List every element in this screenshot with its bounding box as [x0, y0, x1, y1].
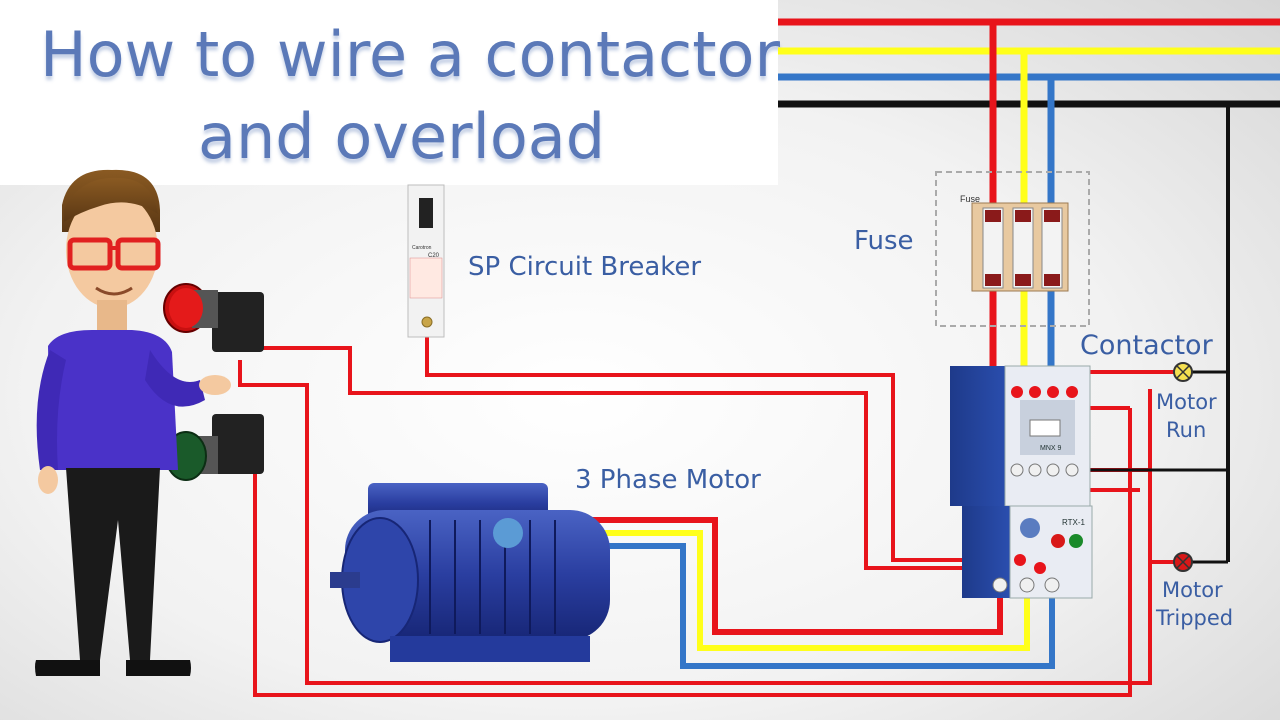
contactor-terminal: [1065, 463, 1079, 477]
overload-test-green: [1069, 534, 1083, 548]
fuse-cap-1b: [985, 274, 1001, 286]
fuse-cap-3a: [1044, 210, 1060, 222]
label-circuit-breaker: SP Circuit Breaker: [468, 252, 702, 282]
wire-breaker-to-contactor: [425, 335, 1020, 562]
fuse-tag: Fuse: [960, 194, 980, 204]
label-motor-run-2: Run: [1166, 418, 1207, 442]
motor-foot: [390, 636, 590, 662]
contactor-terminal: [1011, 386, 1023, 398]
fuse-outline: [935, 171, 1090, 327]
lamp-run-cross: [1176, 365, 1190, 379]
presenter-arm-right: [145, 350, 205, 407]
label-motor: 3 Phase Motor: [575, 465, 761, 495]
three-phase-motor: [330, 483, 610, 662]
label-motor-tripped-1: Motor: [1162, 578, 1223, 602]
wire-stop-return: [253, 408, 1132, 697]
breaker-screw: [421, 316, 433, 328]
cable-blue: [520, 543, 1055, 669]
contactor-side: [950, 366, 1010, 506]
presenter-glasses-right: [115, 237, 161, 271]
contactor-model: MNX 9: [1040, 445, 1062, 452]
motor-shaft: [330, 572, 360, 588]
breaker-rating: C20: [428, 253, 440, 259]
presenter-glasses-left: [67, 237, 113, 271]
fuse-1: [982, 207, 1004, 289]
contactor-terminal: [1047, 386, 1059, 398]
stop-button: [163, 283, 264, 352]
motor-cable-gland: [493, 518, 523, 548]
contactor: MNX 9: [950, 365, 1091, 507]
fuse-holder: Fuse: [935, 171, 1090, 327]
presenter-arm-left: [36, 350, 66, 470]
overload-terminal: [1044, 577, 1060, 593]
overload-terminal: [1019, 577, 1035, 593]
cable-red: [520, 517, 1003, 635]
contactor-terminal: [1046, 463, 1060, 477]
label-motor-tripped-2: Tripped: [1156, 606, 1234, 630]
overload-aux-terminal: [1034, 562, 1046, 574]
wire-start-to-contactor: [246, 346, 1040, 570]
presenter-legs: [66, 468, 160, 660]
overload-relay: RTX-1: [962, 505, 1093, 599]
motor-cables: [520, 517, 1055, 669]
contactor-window: [1029, 419, 1061, 437]
presenter-hair-top: [64, 177, 158, 222]
contactor-terminal: [1028, 463, 1042, 477]
breaker-toggle: [419, 198, 433, 228]
fuse-cap-1a: [985, 210, 1001, 222]
start-button: [165, 414, 264, 481]
motor-tripped-lamp: [1173, 552, 1193, 572]
cable-yellow: [520, 530, 1030, 651]
fuse-2: [1012, 207, 1034, 289]
fuse-cap-2a: [1015, 210, 1031, 222]
overload-aux-terminal: [1014, 554, 1026, 566]
breaker-brand: Carotron: [412, 245, 432, 251]
title-line-2: and overload: [198, 100, 606, 173]
presenter-shoe-right: [126, 660, 191, 676]
stop-button-base: [212, 292, 264, 352]
supply-bus: [778, 18, 1280, 108]
label-contactor: Contactor: [1080, 330, 1213, 361]
overload-reset-red: [1051, 534, 1065, 548]
contactor-terminal: [1029, 386, 1041, 398]
stop-button-face: [169, 288, 203, 328]
motor-run-lamp: [1173, 362, 1193, 382]
title-panel: How to wire a contactor and overload: [0, 0, 780, 185]
presenter-hand: [199, 375, 231, 395]
fuse-cap-2b: [1015, 274, 1031, 286]
overload-dial: [1020, 518, 1040, 538]
presenter-smile: [95, 286, 133, 296]
contactor-terminal: [1066, 386, 1078, 398]
fuse-cap-3b: [1044, 274, 1060, 286]
start-button-base: [212, 414, 264, 474]
presenter-figure: [35, 169, 231, 676]
wire-stop-loop: [238, 360, 1152, 685]
title-line-1: How to wire a contactor: [40, 18, 780, 91]
fuse-3: [1041, 207, 1063, 289]
overload-model: RTX-1: [1062, 518, 1086, 527]
presenter-torso: [48, 330, 178, 470]
presenter-shoe-left: [35, 660, 100, 676]
breaker-label-strip: [409, 257, 443, 299]
circuit-breaker: Carotron C20: [407, 184, 445, 338]
motor-fins: [429, 520, 556, 634]
contactor-terminal: [1010, 463, 1024, 477]
wire-tripped-lamp: [1085, 468, 1182, 564]
label-motor-run-1: Motor: [1156, 390, 1217, 414]
presenter-hand-left: [38, 466, 58, 494]
lamp-tripped-cross: [1176, 555, 1190, 569]
label-fuse: Fuse: [854, 226, 914, 256]
overload-terminal: [992, 577, 1008, 593]
